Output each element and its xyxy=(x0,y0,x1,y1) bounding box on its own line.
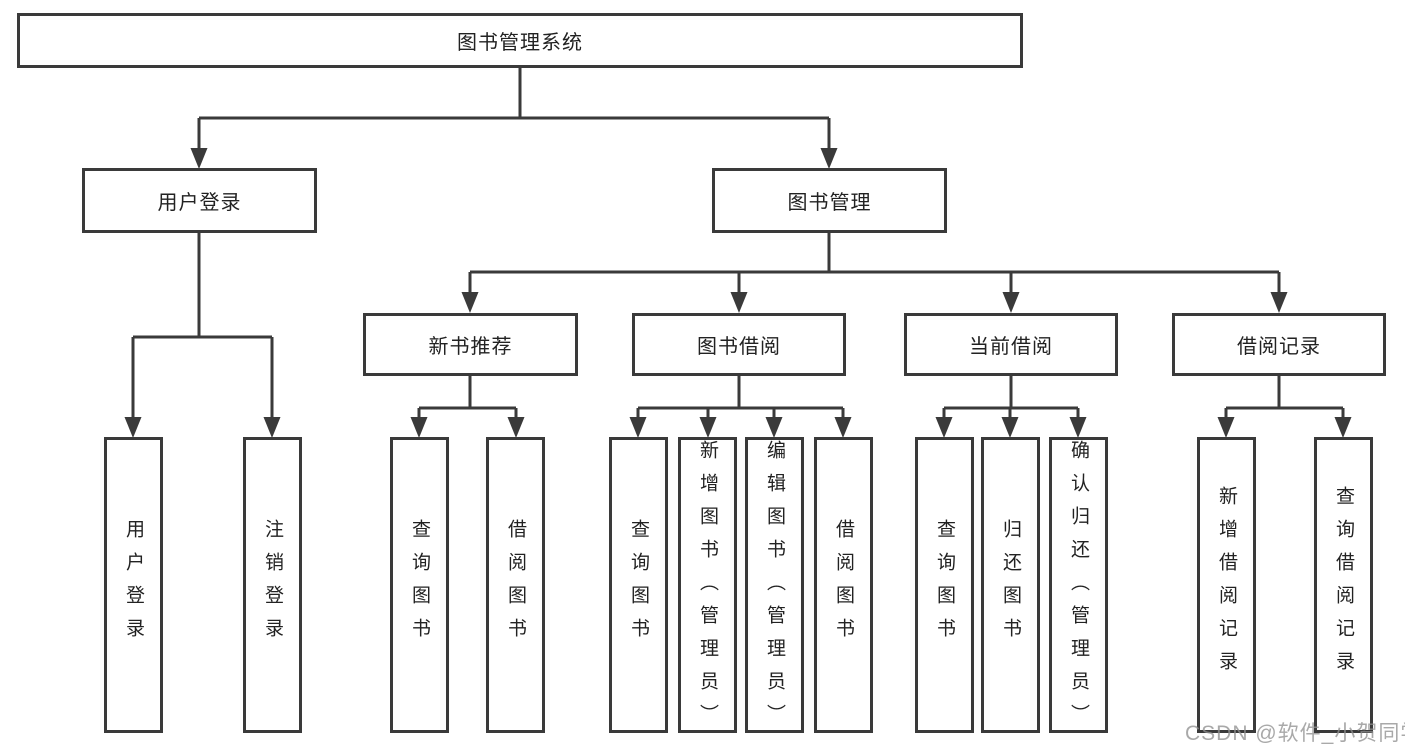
leaf-confirm-return-admin: 确认归还（管理员） xyxy=(1049,437,1108,737)
leaf-logout: 注销登录 xyxy=(243,437,302,733)
leaf-label: 新增借阅记录 xyxy=(1216,486,1237,684)
leaf-label: 借阅图书 xyxy=(833,519,854,651)
node-label: 用户登录 xyxy=(157,192,242,214)
connector-book-borrowing-children xyxy=(629,376,852,438)
node-book-management: 图书管理 xyxy=(712,168,947,233)
node-label: 图书借阅 xyxy=(697,336,781,358)
node-label: 图书管理系统 xyxy=(457,32,583,54)
connector-new-book-children xyxy=(410,376,525,438)
leaf-label: 查询图书 xyxy=(934,519,955,651)
leaf-add-borrow-record: 新增借阅记录 xyxy=(1197,437,1256,733)
node-label: 当前借阅 xyxy=(969,336,1053,358)
leaf-label: 查询借阅记录 xyxy=(1333,486,1354,684)
connector-root-to-level2 xyxy=(190,68,838,169)
leaf-label: 注销登录 xyxy=(262,519,283,651)
leaf-label: 新增图书（管理员） xyxy=(697,440,718,737)
leaf-add-books-admin: 新增图书（管理员） xyxy=(678,437,737,737)
leaf-borrow-books-borrowing: 借阅图书 xyxy=(814,437,873,733)
node-new-book-recommendation: 新书推荐 xyxy=(363,313,578,376)
node-label: 新书推荐 xyxy=(428,336,513,358)
connector-user-login-children xyxy=(124,233,281,438)
node-label: 借阅记录 xyxy=(1237,336,1321,358)
csdn-watermark: CSDN @软件_小贺同学 xyxy=(1185,722,1405,745)
leaf-borrow-books-recommend: 借阅图书 xyxy=(486,437,545,733)
node-user-login: 用户登录 xyxy=(82,168,317,233)
leaf-query-books-borrowing: 查询图书 xyxy=(609,437,668,733)
node-borrowing-records: 借阅记录 xyxy=(1172,313,1386,376)
node-library-management-system: 图书管理系统 xyxy=(17,13,1023,68)
leaf-query-books-recommend: 查询图书 xyxy=(390,437,449,733)
leaf-label: 归还图书 xyxy=(1000,519,1021,651)
connector-borrowing-records-children xyxy=(1217,376,1352,438)
connector-book-management-children xyxy=(461,233,1288,313)
node-book-borrowing: 图书借阅 xyxy=(632,313,846,376)
leaf-query-books-current: 查询图书 xyxy=(915,437,974,733)
connector-current-borrowing-children xyxy=(935,376,1087,438)
leaf-query-borrow-record: 查询借阅记录 xyxy=(1314,437,1373,733)
leaf-user-login: 用户登录 xyxy=(104,437,163,733)
leaf-edit-books-admin: 编辑图书（管理员） xyxy=(745,437,804,737)
leaf-label: 查询图书 xyxy=(409,519,430,651)
node-current-borrowing: 当前借阅 xyxy=(904,313,1118,376)
leaf-label: 借阅图书 xyxy=(505,519,526,651)
leaf-label: 编辑图书（管理员） xyxy=(764,440,785,737)
leaf-label: 用户登录 xyxy=(123,519,144,651)
leaf-label: 确认归还（管理员） xyxy=(1068,440,1089,737)
leaf-label: 查询图书 xyxy=(628,519,649,651)
node-label: 图书管理 xyxy=(787,192,872,214)
leaf-return-books: 归还图书 xyxy=(981,437,1040,733)
